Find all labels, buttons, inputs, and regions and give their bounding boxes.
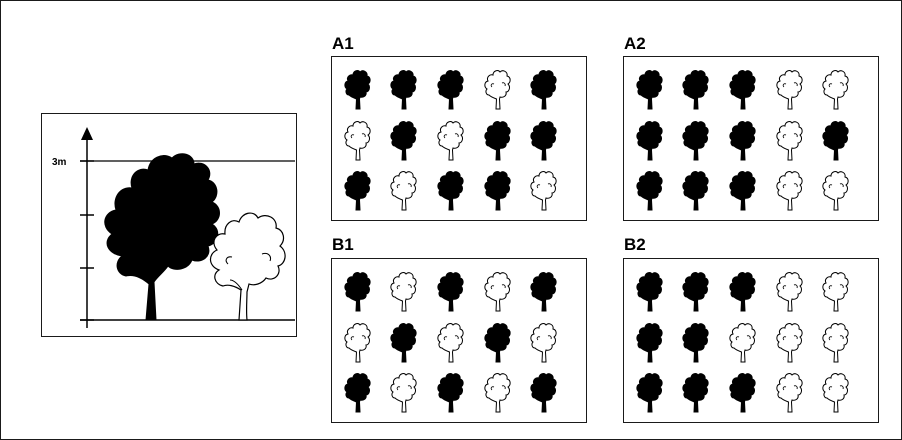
dark-tree-icon <box>682 373 709 413</box>
dark-tree-icon <box>530 373 557 413</box>
dark-tree-icon <box>729 272 756 312</box>
plot-label-b2: B2 <box>624 235 646 254</box>
height-label: 3m <box>52 157 67 168</box>
dark-tree-icon <box>729 171 756 211</box>
dark-tree-icon <box>636 171 663 211</box>
dark-tree-icon <box>484 171 511 211</box>
light-tree-icon <box>484 373 511 413</box>
short-tree-icon <box>209 212 286 321</box>
dark-tree-icon <box>822 121 849 161</box>
dark-tree-icon <box>437 171 464 211</box>
dark-tree-icon <box>390 121 417 161</box>
dark-tree-icon <box>682 171 709 211</box>
dark-tree-icon <box>636 70 663 110</box>
dark-tree-icon <box>344 373 371 413</box>
light-tree-icon <box>530 171 557 211</box>
light-tree-icon <box>776 70 803 110</box>
light-tree-icon <box>822 272 849 312</box>
plot-a1-trees <box>344 70 557 211</box>
dark-tree-icon <box>682 272 709 312</box>
light-tree-icon <box>822 171 849 211</box>
dark-tree-icon <box>390 70 417 110</box>
dark-tree-icon <box>530 121 557 161</box>
dark-tree-icon <box>344 272 371 312</box>
light-tree-icon <box>390 272 417 312</box>
tree-height-panel: 3m <box>41 113 297 337</box>
dark-tree-icon <box>344 171 371 211</box>
plot-b1 <box>331 258 587 423</box>
dark-tree-icon <box>636 121 663 161</box>
light-tree-icon <box>344 323 371 363</box>
dark-tree-icon <box>344 70 371 110</box>
plot-a2-trees <box>636 70 849 211</box>
light-tree-icon <box>530 323 557 363</box>
light-tree-icon <box>729 323 756 363</box>
plot-label-a2: A2 <box>624 34 646 53</box>
tree-height-illustration: 3m <box>52 127 295 328</box>
light-tree-icon <box>484 70 511 110</box>
light-tree-icon <box>776 373 803 413</box>
dark-tree-icon <box>484 121 511 161</box>
light-tree-icon <box>776 171 803 211</box>
dark-tree-icon <box>729 70 756 110</box>
light-tree-icon <box>776 323 803 363</box>
light-tree-icon <box>822 70 849 110</box>
light-tree-icon <box>484 272 511 312</box>
tall-tree-icon <box>104 153 220 321</box>
dark-tree-icon <box>636 272 663 312</box>
light-tree-icon <box>390 171 417 211</box>
plot-a1 <box>331 56 587 221</box>
dark-tree-icon <box>437 70 464 110</box>
plot-b2 <box>623 258 879 423</box>
dark-tree-icon <box>682 70 709 110</box>
light-tree-icon <box>390 373 417 413</box>
dark-tree-icon <box>437 373 464 413</box>
dark-tree-icon <box>636 373 663 413</box>
plot-label-a1: A1 <box>332 34 354 53</box>
dark-tree-icon <box>636 323 663 363</box>
dark-tree-icon <box>437 272 464 312</box>
plot-a2 <box>623 56 879 221</box>
dark-tree-icon <box>390 323 417 363</box>
dark-tree-icon <box>729 373 756 413</box>
height-axis-arrow-icon <box>81 127 93 140</box>
light-tree-icon <box>822 323 849 363</box>
dark-tree-icon <box>682 121 709 161</box>
light-tree-icon <box>344 121 371 161</box>
light-tree-icon <box>437 121 464 161</box>
light-tree-icon <box>822 373 849 413</box>
dark-tree-icon <box>530 70 557 110</box>
plot-b1-trees <box>344 272 557 413</box>
light-tree-icon <box>776 272 803 312</box>
dark-tree-icon <box>682 323 709 363</box>
light-tree-icon <box>437 323 464 363</box>
dark-tree-icon <box>530 272 557 312</box>
dark-tree-icon <box>729 121 756 161</box>
dark-tree-icon <box>484 323 511 363</box>
light-tree-icon <box>776 121 803 161</box>
plot-label-b1: B1 <box>332 235 354 254</box>
plot-b2-trees <box>636 272 849 413</box>
